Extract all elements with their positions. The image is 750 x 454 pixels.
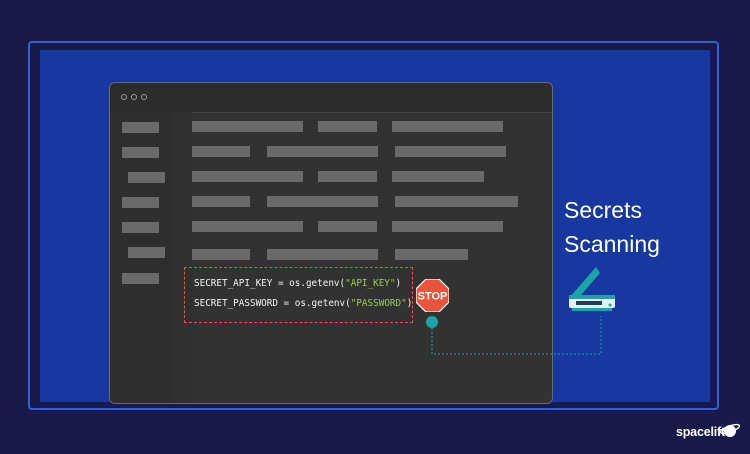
code-placeholder-bar xyxy=(395,196,518,207)
code-placeholder-bar xyxy=(192,171,303,182)
sidebar-item-placeholder[interactable] xyxy=(122,222,159,233)
code-line-api-key: SECRET_API_KEY = os.getenv("API_KEY") xyxy=(194,278,402,289)
heading-line-2: Scanning xyxy=(564,231,660,257)
code-placeholder-bar xyxy=(395,146,506,157)
sidebar-item-placeholder[interactable] xyxy=(128,172,165,183)
code-placeholder-bar xyxy=(267,146,378,157)
sidebar-item-placeholder[interactable] xyxy=(128,247,165,258)
document-scanner-icon xyxy=(569,267,615,311)
code-placeholder-bar xyxy=(267,196,378,207)
code-editor-window: SECRET_API_KEY = os.getenv("API_KEY") SE… xyxy=(109,82,553,404)
stop-sign-label: STOP xyxy=(418,291,448,303)
code-line-password: SECRET_PASSWORD = os.getenv("PASSWORD") xyxy=(194,298,413,309)
code-placeholder-bar xyxy=(392,171,484,182)
code-placeholder-bar xyxy=(392,221,503,232)
spacelift-logo-icon xyxy=(719,423,741,437)
stop-sign-post-icon xyxy=(426,316,438,328)
outer-frame xyxy=(28,41,719,410)
code-placeholder-bar xyxy=(192,121,303,132)
secret-highlight-box: SECRET_API_KEY = os.getenv("API_KEY") SE… xyxy=(184,267,413,323)
code-placeholder-bar xyxy=(318,221,377,232)
code-placeholder-bar xyxy=(267,249,378,260)
sidebar-item-placeholder[interactable] xyxy=(122,197,159,208)
code-placeholder-bar xyxy=(192,249,250,260)
stop-sign-icon: STOP xyxy=(416,279,449,312)
code-placeholder-bar xyxy=(318,121,377,132)
line-gutter xyxy=(170,112,192,403)
window-minimize-dot-icon[interactable] xyxy=(131,94,137,100)
code-placeholder-bar xyxy=(318,171,377,182)
window-maximize-dot-icon[interactable] xyxy=(141,94,147,100)
heading-line-1: Secrets xyxy=(564,197,642,223)
code-placeholder-bar xyxy=(192,221,303,232)
brand-logo-text: spacelift xyxy=(676,425,725,439)
code-placeholder-bar xyxy=(192,146,250,157)
file-sidebar xyxy=(110,112,171,403)
sidebar-item-placeholder[interactable] xyxy=(122,122,159,133)
window-titlebar xyxy=(110,83,552,113)
code-placeholder-bar xyxy=(395,249,468,260)
sidebar-item-placeholder[interactable] xyxy=(122,273,159,284)
code-placeholder-bar xyxy=(192,196,250,207)
sidebar-item-placeholder[interactable] xyxy=(122,147,159,158)
code-placeholder-bar xyxy=(392,121,503,132)
window-close-dot-icon[interactable] xyxy=(121,94,127,100)
